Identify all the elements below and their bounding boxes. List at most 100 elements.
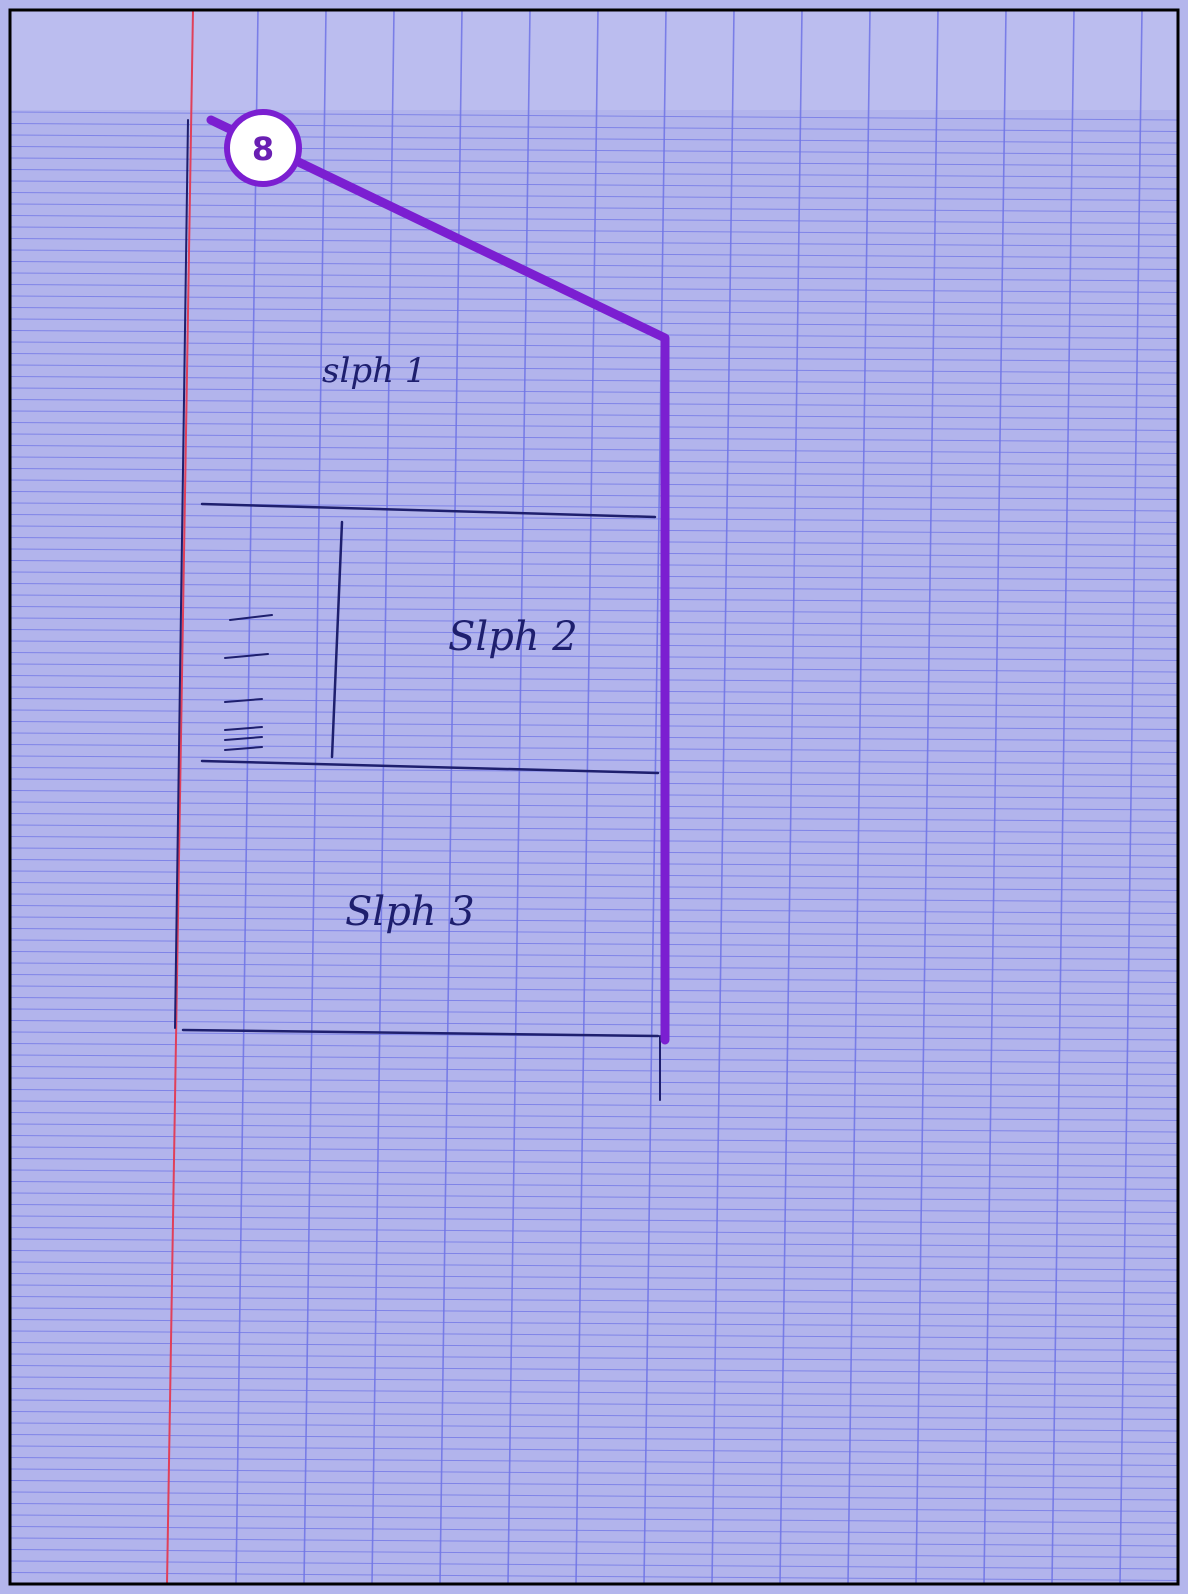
grid-horizontal-line bbox=[9, 1181, 1179, 1190]
grid-vertical-line bbox=[1119, 9, 1143, 1585]
grid-horizontal-line bbox=[9, 1422, 1179, 1432]
grid-horizontal-line bbox=[9, 192, 1179, 201]
grid-horizontal-line bbox=[9, 387, 1179, 397]
grid-horizontal-line bbox=[9, 203, 1179, 213]
grid-horizontal-line bbox=[9, 847, 1179, 857]
grid-horizontal-line bbox=[9, 916, 1179, 926]
grid-horizontal-line bbox=[9, 180, 1179, 190]
grid-horizontal-line bbox=[9, 111, 1179, 121]
layer2-label: Slph 2 bbox=[448, 614, 578, 660]
grid-vertical-line bbox=[235, 9, 259, 1585]
grid-horizontal-line bbox=[9, 606, 1179, 615]
grid-horizontal-line bbox=[9, 215, 1179, 224]
grid-vertical-line bbox=[983, 9, 1007, 1585]
grid-horizontal-line bbox=[9, 1146, 1179, 1156]
grid-horizontal-line bbox=[9, 974, 1179, 983]
grid-horizontal-line bbox=[9, 905, 1179, 914]
grid-horizontal-line bbox=[9, 698, 1179, 707]
grid-vertical-line bbox=[575, 9, 599, 1585]
grid-horizontal-line bbox=[9, 1411, 1179, 1420]
grid-horizontal-line bbox=[9, 514, 1179, 523]
grid-horizontal-line bbox=[9, 859, 1179, 868]
grid-minor-lines bbox=[9, 111, 1179, 1581]
grid-horizontal-line bbox=[9, 813, 1179, 822]
grid-horizontal-line bbox=[9, 537, 1179, 546]
grid-horizontal-line bbox=[9, 1135, 1179, 1144]
grid-horizontal-line bbox=[9, 1123, 1179, 1133]
layer2-bottom-line bbox=[200, 759, 660, 775]
grid-horizontal-line bbox=[9, 1388, 1179, 1397]
numbered-circle-icon: 8 bbox=[224, 109, 302, 187]
grid-horizontal-line bbox=[9, 755, 1179, 765]
grid-horizontal-line bbox=[9, 1549, 1179, 1558]
grid-horizontal-line bbox=[9, 1330, 1179, 1340]
grid-horizontal-line bbox=[9, 1457, 1179, 1466]
grid-vertical-line bbox=[915, 9, 939, 1585]
grid-horizontal-line bbox=[9, 548, 1179, 558]
grid-horizontal-line bbox=[9, 1342, 1179, 1351]
grid-horizontal-line bbox=[9, 1054, 1179, 1064]
grid-horizontal-line bbox=[9, 617, 1179, 627]
grid-horizontal-line bbox=[9, 1353, 1179, 1363]
grid-horizontal-line bbox=[9, 836, 1179, 845]
grid-horizontal-line bbox=[9, 1296, 1179, 1305]
grid-horizontal-line bbox=[9, 1376, 1179, 1386]
grid-horizontal-line bbox=[9, 1273, 1179, 1282]
grid-horizontal-line bbox=[9, 433, 1179, 443]
grid-vertical-line bbox=[711, 9, 735, 1585]
grid-horizontal-line bbox=[9, 1158, 1179, 1167]
grid-horizontal-line bbox=[9, 985, 1179, 995]
grid-horizontal-line bbox=[9, 157, 1179, 167]
grid-horizontal-line bbox=[9, 1227, 1179, 1236]
grid-horizontal-line bbox=[9, 790, 1179, 799]
hatch-marks-icon bbox=[224, 614, 273, 751]
grid-horizontal-line bbox=[9, 1089, 1179, 1098]
grid-horizontal-line bbox=[9, 882, 1179, 891]
grid-horizontal-line bbox=[9, 353, 1179, 362]
hand-drawn-structure bbox=[174, 119, 661, 1101]
grid-vertical-line bbox=[371, 9, 395, 1585]
grid-horizontal-line bbox=[9, 134, 1179, 144]
grid-horizontal-line bbox=[9, 491, 1179, 500]
grid-vertical-line bbox=[439, 9, 463, 1585]
grid-horizontal-line bbox=[9, 1503, 1179, 1512]
layer1-bottom-line bbox=[200, 502, 657, 519]
grid-horizontal-line bbox=[9, 1468, 1179, 1478]
grid-horizontal-line bbox=[9, 1204, 1179, 1213]
grid-vertical-line bbox=[1051, 9, 1075, 1585]
grid-horizontal-line bbox=[9, 1526, 1179, 1535]
grid-horizontal-line bbox=[9, 801, 1179, 811]
grid-horizontal-line bbox=[9, 870, 1179, 880]
grid-horizontal-line bbox=[9, 1077, 1179, 1087]
grid-horizontal-line bbox=[9, 1514, 1179, 1524]
grid-horizontal-line bbox=[9, 1284, 1179, 1294]
grid-horizontal-line bbox=[9, 1480, 1179, 1489]
grid-horizontal-line bbox=[9, 1112, 1179, 1121]
grid-horizontal-line bbox=[9, 1560, 1179, 1570]
grid-horizontal-line bbox=[9, 1365, 1179, 1374]
grid-horizontal-line bbox=[9, 686, 1179, 696]
grid-horizontal-line bbox=[9, 1043, 1179, 1052]
left-wall-line bbox=[174, 119, 189, 1029]
grid-horizontal-line bbox=[9, 1169, 1179, 1179]
image-border bbox=[8, 8, 1180, 1586]
grid-horizontal-line bbox=[9, 778, 1179, 788]
grid-horizontal-line bbox=[9, 1215, 1179, 1225]
grid-horizontal-line bbox=[9, 364, 1179, 374]
grid-horizontal-line bbox=[9, 1491, 1179, 1501]
grid-horizontal-line bbox=[9, 399, 1179, 408]
grid-horizontal-line bbox=[9, 456, 1179, 466]
grid-major-lines bbox=[235, 9, 1143, 1585]
grid-horizontal-line bbox=[9, 732, 1179, 742]
layer3-bottom-line bbox=[181, 1028, 660, 1038]
grid-vertical-line bbox=[779, 9, 803, 1585]
grid-horizontal-line bbox=[9, 1100, 1179, 1110]
grid-horizontal-line bbox=[9, 571, 1179, 581]
grid-horizontal-line bbox=[9, 1434, 1179, 1443]
grid-horizontal-line bbox=[9, 1020, 1179, 1029]
grid-horizontal-line bbox=[9, 560, 1179, 569]
grid-horizontal-line bbox=[9, 1238, 1179, 1248]
grid-horizontal-line bbox=[9, 1307, 1179, 1317]
layer1-label: slph 1 bbox=[322, 351, 426, 391]
